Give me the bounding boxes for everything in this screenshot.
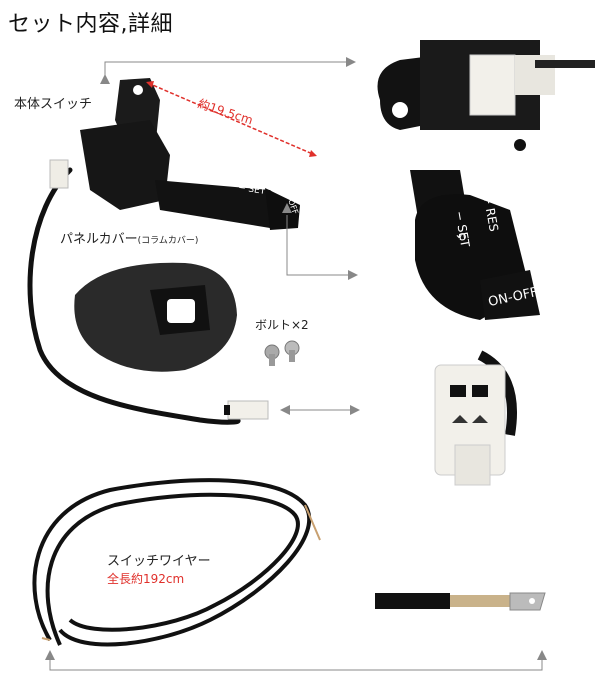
bolts-photo <box>258 334 308 370</box>
cable-connector-photo <box>222 395 274 425</box>
bracket-closeup-photo <box>360 0 600 165</box>
connector-closeup-photo <box>360 345 530 510</box>
panel-cover-photo <box>65 255 245 380</box>
wire-length-label: 全長約192cm <box>107 572 185 586</box>
bolt-label: ボルト×2 <box>255 318 309 332</box>
main-switch-photo <box>20 60 350 440</box>
panel-cover-title: パネルカバー <box>60 232 138 247</box>
wire-label: スイッチワイヤー <box>107 554 211 569</box>
page-title: セット内容,詳細 <box>8 12 173 37</box>
lever-closeup-photo: + RES − SET ⟲ ON-OFF <box>360 170 600 335</box>
wire-end-closeup-photo <box>370 575 550 635</box>
length-measurement-line <box>146 81 317 157</box>
closeup-cancel-symbol: ⟲ <box>456 230 467 244</box>
switch-wire-photo <box>20 470 340 660</box>
main-switch-label: 本体スイッチ <box>14 97 93 112</box>
panel-cover-note: (コラムカバー) <box>137 236 199 246</box>
panel-cover-label: パネルカバー(コラムカバー) <box>60 228 198 247</box>
